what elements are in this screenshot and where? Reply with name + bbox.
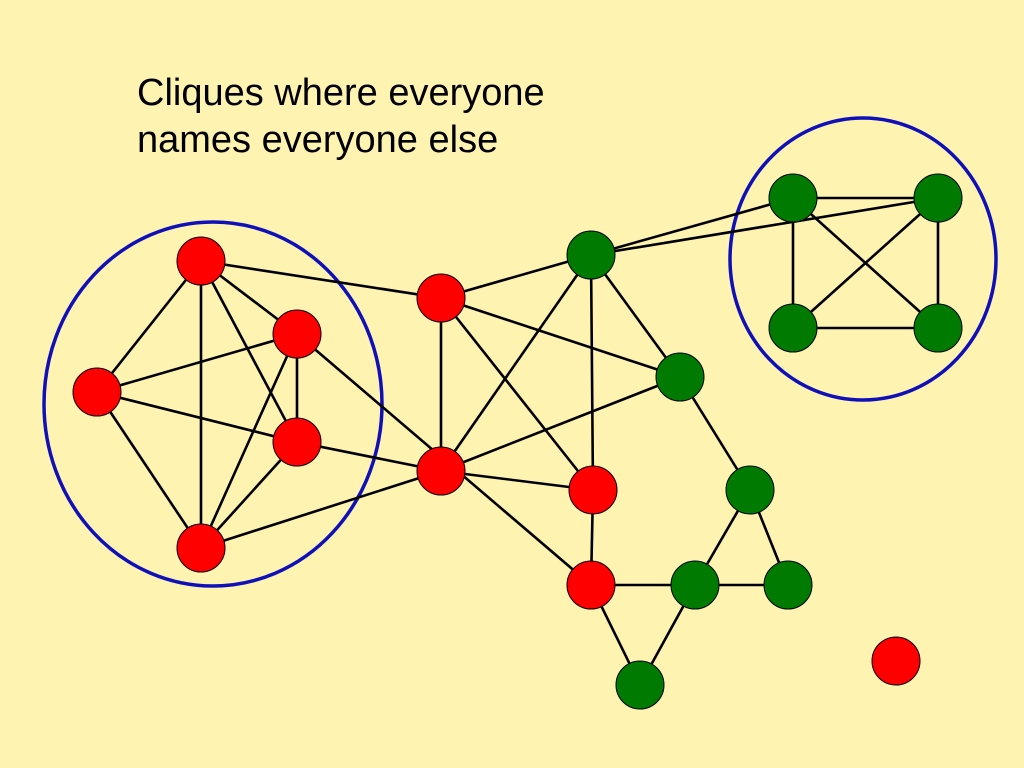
title-line-2: names everyone else [137, 119, 499, 161]
edge-g1-g4 [590, 196, 939, 257]
edge-g1-g3 [590, 196, 794, 257]
edge-r1-r3 [95, 260, 203, 393]
node-r1 [176, 236, 226, 286]
node-g9 [763, 560, 813, 610]
edge-r6-g1 [440, 253, 592, 300]
node-g5 [768, 303, 818, 353]
node-g10 [615, 660, 665, 710]
node-r4 [272, 417, 322, 467]
node-r10 [871, 636, 921, 686]
node-r6 [416, 273, 466, 323]
node-g1 [566, 230, 616, 280]
node-g8 [670, 560, 720, 610]
edge-r8-r9 [440, 469, 594, 492]
node-g2 [655, 352, 705, 402]
clique-rings [42, 116, 998, 588]
node-g7 [725, 465, 775, 515]
edges [95, 196, 940, 686]
edge-r1-r6 [200, 259, 442, 300]
edge-r3-r4 [96, 390, 298, 444]
slide-title: Cliques where everyone names everyone el… [137, 70, 657, 164]
node-g4 [913, 173, 963, 223]
edge-r8-g2 [440, 375, 681, 473]
edge-r6-r9 [439, 297, 595, 491]
node-r9 [568, 465, 618, 515]
node-r7 [566, 560, 616, 610]
edge-r3-r5 [95, 391, 203, 549]
nodes [72, 173, 963, 710]
node-g6 [913, 303, 963, 353]
edge-g1-g2 [589, 254, 682, 378]
edge-r1-r4 [199, 260, 299, 443]
edge-r2-r3 [96, 332, 298, 394]
edge-r2-r5 [199, 333, 299, 549]
green-clique-ring [728, 116, 998, 402]
red-clique-ring [42, 220, 384, 588]
edge-r6-g2 [440, 296, 681, 379]
node-r2 [272, 309, 322, 359]
edge-r8-g1 [439, 254, 593, 472]
edge-g4-g5 [792, 197, 939, 329]
node-r5 [176, 523, 226, 573]
title-line-1: Cliques where everyone [137, 72, 545, 114]
node-g3 [768, 173, 818, 223]
edge-r5-r8 [200, 469, 442, 550]
node-r3 [72, 367, 122, 417]
edge-g1-r9 [589, 254, 595, 491]
node-r8 [416, 446, 466, 496]
